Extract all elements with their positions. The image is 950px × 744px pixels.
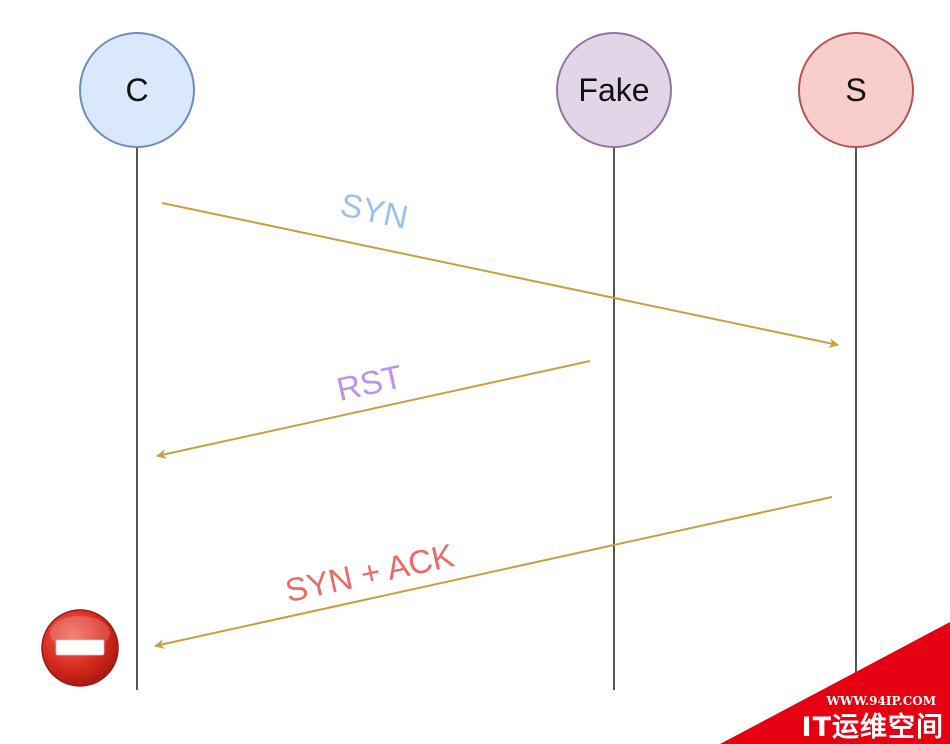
watermark: WWW.94IP.COM IT运维空间 xyxy=(720,622,950,744)
participant-server-label: S xyxy=(845,72,866,108)
participant-server: S xyxy=(798,32,914,148)
message-rst-label: RST xyxy=(333,358,405,408)
message-syn-label: SYN xyxy=(337,186,411,236)
participant-server-circle xyxy=(798,32,914,148)
message-rst-arrow xyxy=(156,360,591,459)
participant-fake-label: Fake xyxy=(578,72,649,108)
watermark-name: IT运维空间 xyxy=(802,711,944,743)
watermark-banner xyxy=(720,622,950,744)
participant-client: C xyxy=(79,32,195,148)
participant-client-circle xyxy=(79,32,195,148)
participant-fake: Fake xyxy=(556,32,672,148)
participant-fake-circle xyxy=(556,32,672,148)
no-entry-icon xyxy=(41,609,119,687)
watermark-url: WWW.94IP.COM xyxy=(825,694,936,708)
participant-client-label: C xyxy=(125,72,148,108)
message-syn-ack-arrow xyxy=(154,496,833,649)
message-syn-arrow xyxy=(161,202,839,349)
